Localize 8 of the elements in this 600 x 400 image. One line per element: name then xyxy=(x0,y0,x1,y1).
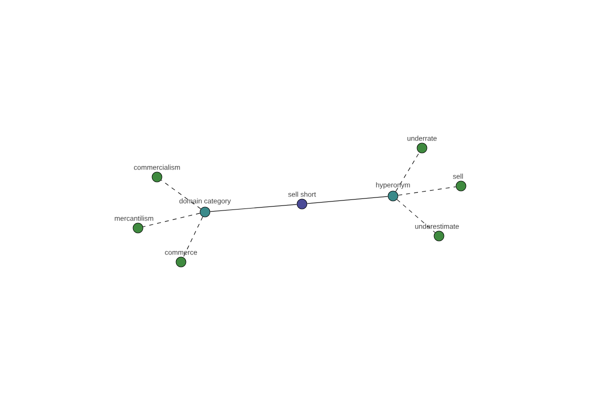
connector-line xyxy=(160,180,202,210)
connector-line xyxy=(142,212,200,228)
connector-line xyxy=(306,196,388,204)
connector-line xyxy=(182,216,204,258)
connector-line xyxy=(396,199,436,233)
connector-line xyxy=(398,186,456,196)
connector-line xyxy=(210,204,298,212)
connector-line xyxy=(395,152,420,192)
